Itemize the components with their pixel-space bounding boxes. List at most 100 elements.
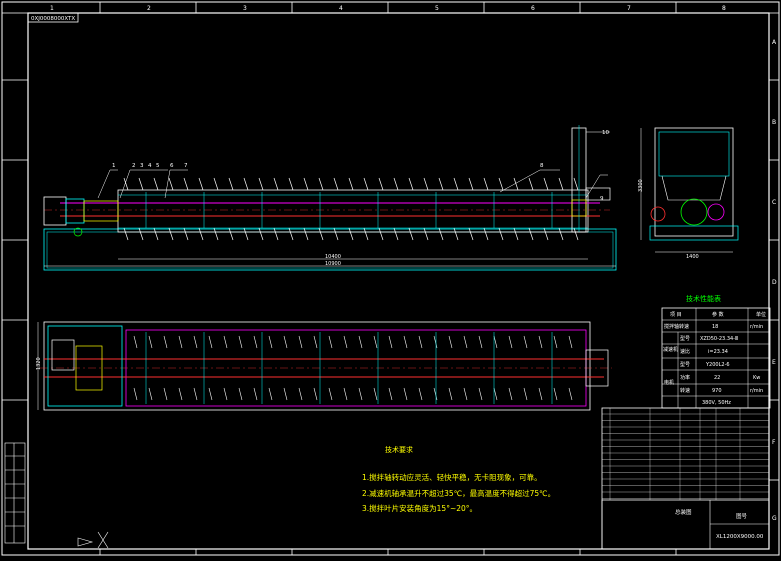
spec-row-value: 22 [714,375,720,381]
paddle-stroke [318,177,324,191]
paddle-stroke [403,387,408,401]
grid-number: 5 [435,5,439,12]
paddle-stroke [213,227,219,241]
paddle-stroke [448,387,453,401]
paddle-stroke [333,227,339,241]
paddle-stroke [538,335,543,349]
note-item: 3.搅拌叶片安装角度为15°~20°。 [362,503,477,513]
paddle-stroke [468,177,474,191]
spec-row-group: 减速机 [663,346,678,353]
side-gear-large [680,198,708,226]
note-item: 2.减速机轴承温升不超过35℃，最高温度不得超过75℃。 [362,488,555,498]
spec-row-item: 型号 [680,335,690,342]
paddle-stroke [378,177,384,191]
spec-row-unit: r/min [750,324,763,330]
front-paddles [123,177,579,241]
paddle-stroke [303,227,309,241]
paddle-stroke [508,335,513,349]
spec-header-unit: 单位 [756,311,766,318]
paddle-stroke [423,177,429,191]
paddle-stroke [138,177,144,191]
spec-row-value: 380V, 50Hz [702,400,731,406]
paddle-stroke [183,227,189,241]
paddle-stroke [478,335,483,349]
paddle-stroke [448,335,453,349]
front-base-frame [43,228,617,271]
paddle-stroke [513,177,519,191]
front-dimensions [44,258,616,267]
paddle-stroke [223,335,228,349]
callout-label: 4 [148,163,152,169]
paddle-stroke [313,335,318,349]
grid-letter: A [772,39,777,46]
paddle-stroke [418,335,423,349]
dim-top-height: 1320 [36,357,42,370]
spec-row-item: 转速 [680,387,690,394]
paddle-stroke [568,387,573,401]
paddle-stroke [288,177,294,191]
paddle-stroke [453,227,459,241]
bom-border [601,407,770,550]
grid-letter: G [772,515,777,522]
bom-table: 总装图 图号 XL1200X9000.00 [601,407,770,550]
paddle-stroke [553,387,558,401]
paddle-stroke [238,335,243,349]
paddle-stroke [363,177,369,191]
spec-row-item: 搅拌轴转速 [664,323,689,330]
paddle-stroke [328,387,333,401]
paddle-stroke [363,227,369,241]
paddle-stroke [208,335,213,349]
callout-label: 10 [602,130,609,136]
drawing-frame [27,12,770,550]
paddle-stroke [133,335,138,349]
spec-row-unit: r/min [750,388,763,394]
paddle-stroke [543,227,549,241]
side-view: 1400 3300 [638,127,739,260]
spec-header-item: 项 目 [670,312,682,318]
paddle-stroke [213,177,219,191]
paddle-stroke [253,387,258,401]
spec-row-item: 型号 [680,361,690,368]
paddle-stroke [523,387,528,401]
title-name: 总装图 [675,508,692,516]
paddle-stroke [193,387,198,401]
dim-front-outer: 10900 [325,261,341,267]
paddle-stroke [198,227,204,241]
front-right-box [585,187,611,201]
callout-label: 2 [132,163,136,169]
grid-letter: E [772,359,776,366]
paddle-stroke [358,387,363,401]
paddle-stroke [393,177,399,191]
paddle-stroke [283,335,288,349]
paddle-stroke [463,335,468,349]
title-sheet-label: 图号 [736,512,748,520]
spec-table-title: 技术性能表 [686,294,721,303]
spec-row-group: 电机 [664,379,674,386]
paddle-stroke [408,227,414,241]
bom-lines [602,408,769,500]
paddle-stroke [433,387,438,401]
callout-label: 5 [156,163,160,169]
paddle-stroke [268,387,273,401]
paddle-stroke [243,227,249,241]
dim-front-inner: 10400 [325,254,341,260]
paddle-stroke [558,177,564,191]
front-bearing-left [73,227,83,237]
side-hopper [658,131,730,177]
top-right-end [585,349,609,387]
revision-boxes [4,442,26,544]
paddle-stroke [348,177,354,191]
grid-letter: D [772,279,777,286]
grid-letter: B [772,119,776,126]
spec-row-value: 970 [712,388,722,394]
paddle-stroke [468,227,474,241]
drawing-number-box [27,12,79,23]
front-trough [117,189,589,233]
paddle-stroke [348,227,354,241]
paddle-stroke [388,335,393,349]
paddle-stroke [403,335,408,349]
paddle-stroke [183,177,189,191]
